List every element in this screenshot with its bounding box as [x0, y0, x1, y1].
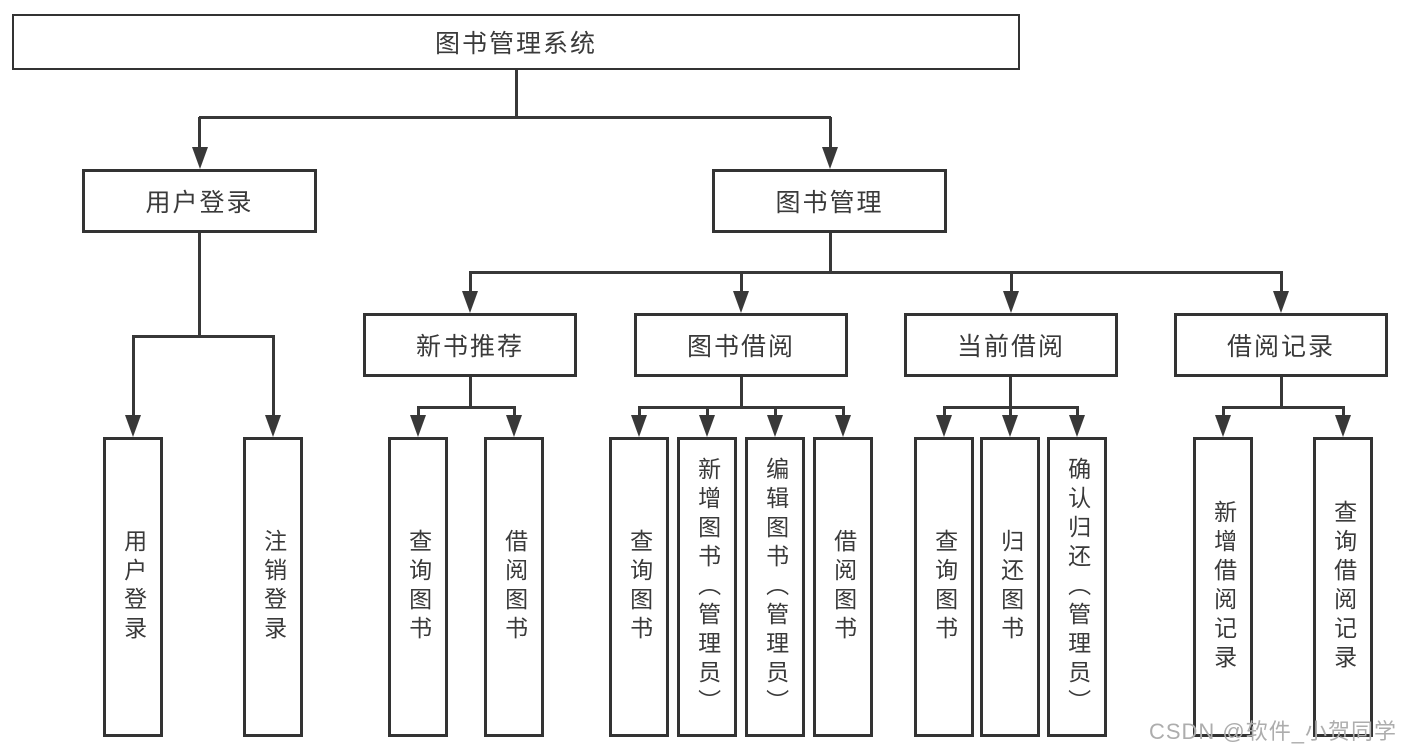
- leaf-recommend-borrow-books: 借阅图书: [484, 437, 544, 737]
- arrowhead-leaf-login: [125, 415, 141, 437]
- connector-root-hline: [199, 116, 831, 119]
- leaf-borrow-query-books: 查询图书: [609, 437, 669, 737]
- arrowhead-record-leaf-1: [1215, 415, 1231, 437]
- leaf-current-return-books: 归还图书: [980, 437, 1040, 737]
- connector-root-stub: [515, 70, 518, 118]
- connector-to-current-leaf-2: [1009, 406, 1012, 417]
- connector-to-recommend-leaf-1: [417, 406, 420, 417]
- arrowhead-record: [1273, 291, 1289, 313]
- leaf-current-confirm-return-admin: 确认归还（管理员）: [1047, 437, 1107, 737]
- node-new-book-recommend-label: 新书推荐: [415, 333, 524, 361]
- connector-to-borrow-leaf-4: [842, 406, 845, 417]
- arrowhead-recommend-leaf-2: [506, 415, 522, 437]
- leaf-recommend-borrow-books-label: 借阅图书: [501, 529, 528, 645]
- node-book-borrow: 图书借阅: [634, 313, 848, 377]
- connector-book-management-stub: [829, 233, 832, 274]
- arrowhead-borrow-leaf-2: [699, 415, 715, 437]
- arrowhead-current: [1003, 291, 1019, 313]
- connector-borrow-hline: [638, 406, 845, 409]
- leaf-logout: 注销登录: [243, 437, 303, 737]
- leaf-current-query-books-label: 查询图书: [931, 529, 958, 645]
- connector-to-record: [1280, 272, 1283, 293]
- arrowhead-current-leaf-1: [936, 415, 952, 437]
- connector-to-recommend-leaf-2: [513, 406, 516, 417]
- arrowhead-borrow-leaf-3: [767, 415, 783, 437]
- leaf-record-query-record: 查询借阅记录: [1313, 437, 1373, 737]
- connector-to-recommend: [469, 272, 472, 293]
- connector-to-current-leaf-1: [943, 406, 946, 417]
- node-user-login-label: 用户登录: [145, 189, 254, 217]
- leaf-user-login-label: 用户登录: [120, 529, 147, 645]
- node-root: 图书管理系统: [12, 14, 1020, 70]
- arrowhead-borrow-leaf-4: [835, 415, 851, 437]
- leaf-borrow-add-books-admin: 新增图书（管理员）: [677, 437, 737, 737]
- node-book-management-label: 图书管理: [775, 189, 884, 217]
- connector-recommend-hline: [417, 406, 516, 409]
- leaf-borrow-borrow-books: 借阅图书: [813, 437, 873, 737]
- arrowhead-current-leaf-2: [1002, 415, 1018, 437]
- csdn-watermark: CSDN @软件_小贺同学: [1148, 719, 1397, 744]
- arrowhead-borrow: [733, 291, 749, 313]
- leaf-current-query-books: 查询图书: [914, 437, 974, 737]
- connector-to-current-leaf-3: [1076, 406, 1079, 417]
- connector-to-current: [1010, 272, 1013, 293]
- node-book-borrow-label: 图书借阅: [686, 333, 795, 361]
- connector-user-login-hline: [132, 335, 275, 338]
- connector-to-record-leaf-1: [1222, 406, 1225, 417]
- node-book-management: 图书管理: [712, 169, 947, 233]
- leaf-borrow-edit-books-admin-label: 编辑图书（管理员）: [762, 456, 789, 718]
- node-borrow-record-label: 借阅记录: [1226, 333, 1335, 361]
- leaf-record-query-record-label: 查询借阅记录: [1330, 500, 1357, 674]
- node-root-label: 图书管理系统: [434, 30, 597, 58]
- leaf-borrow-borrow-books-label: 借阅图书: [830, 529, 857, 645]
- connector-to-borrow-leaf-3: [774, 406, 777, 417]
- node-current-borrow-label: 当前借阅: [956, 333, 1065, 361]
- arrowhead-borrow-leaf-1: [631, 415, 647, 437]
- connector-user-login-stub: [198, 233, 201, 338]
- connector-recommend-stub: [469, 377, 472, 409]
- connector-borrow-stub: [740, 377, 743, 409]
- node-borrow-record: 借阅记录: [1174, 313, 1388, 377]
- arrowhead-recommend: [462, 291, 478, 313]
- connector-current-stub: [1009, 377, 1012, 409]
- node-new-book-recommend: 新书推荐: [363, 313, 577, 377]
- connector-to-record-leaf-2: [1342, 406, 1345, 417]
- connector-to-book-management: [829, 117, 832, 150]
- connector-to-borrow-leaf-2: [706, 406, 709, 417]
- arrowhead-user-login: [192, 147, 208, 169]
- connector-to-borrow: [740, 272, 743, 293]
- leaf-user-login: 用户登录: [103, 437, 163, 737]
- connector-book-management-hline: [469, 271, 1283, 274]
- leaf-recommend-query-books-label: 查询图书: [405, 529, 432, 645]
- leaf-borrow-edit-books-admin: 编辑图书（管理员）: [745, 437, 805, 737]
- node-current-borrow: 当前借阅: [904, 313, 1118, 377]
- arrowhead-record-leaf-2: [1335, 415, 1351, 437]
- node-user-login: 用户登录: [82, 169, 317, 233]
- connector-to-leaf-logout: [272, 335, 275, 417]
- connector-to-borrow-leaf-1: [638, 406, 641, 417]
- leaf-borrow-add-books-admin-label: 新增图书（管理员）: [694, 456, 721, 718]
- leaf-logout-label: 注销登录: [260, 529, 287, 645]
- arrowhead-current-leaf-3: [1069, 415, 1085, 437]
- leaf-record-add-record-label: 新增借阅记录: [1210, 500, 1237, 674]
- connector-to-leaf-login: [132, 335, 135, 417]
- connector-record-hline: [1222, 406, 1345, 409]
- leaf-current-confirm-return-admin-label: 确认归还（管理员）: [1064, 456, 1091, 718]
- arrowhead-recommend-leaf-1: [410, 415, 426, 437]
- leaf-borrow-query-books-label: 查询图书: [626, 529, 653, 645]
- arrowhead-book-management: [822, 147, 838, 169]
- arrowhead-leaf-logout: [265, 415, 281, 437]
- leaf-recommend-query-books: 查询图书: [388, 437, 448, 737]
- leaf-current-return-books-label: 归还图书: [997, 529, 1024, 645]
- connector-to-user-login: [198, 117, 201, 150]
- connector-record-stub: [1280, 377, 1283, 409]
- leaf-record-add-record: 新增借阅记录: [1193, 437, 1253, 737]
